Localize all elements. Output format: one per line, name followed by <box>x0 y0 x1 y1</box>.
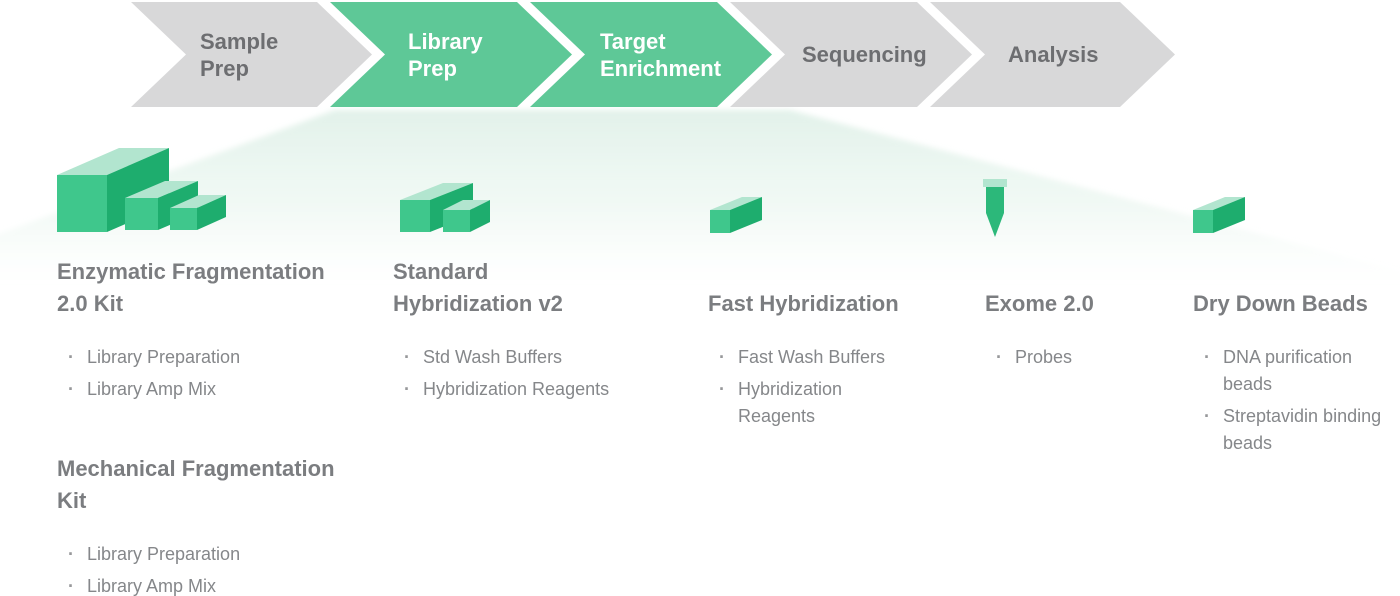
product-standard-hybridization: Standard Hybridization v2 Std Wash Buffe… <box>393 256 613 403</box>
component-item: Hybridization Reagents <box>708 376 908 430</box>
chevron-sample-prep[interactable] <box>131 2 372 107</box>
product-enzymatic-fragmentation: Enzymatic Fragmentation 2.0 Kit Library … <box>57 256 337 403</box>
chevron-analysis[interactable] <box>930 2 1175 107</box>
kit-box-single-icon-2 <box>1193 197 1245 233</box>
column-dry-down-beads: Dry Down Beads DNA purification beads St… <box>1193 256 1398 462</box>
kit-boxes-three-icon <box>57 148 226 232</box>
workflow-graphics <box>0 2 1400 300</box>
sample-tube-icon <box>983 179 1007 237</box>
product-mechanical-fragmentation: Mechanical Fragmentation Kit Library Pre… <box>57 453 337 596</box>
product-name: Fast Hybridization <box>708 291 899 316</box>
component-item: Std Wash Buffers <box>393 344 613 371</box>
component-item: DNA purification beads <box>1193 344 1398 398</box>
component-item: Library Preparation <box>57 344 337 371</box>
product-name: Dry Down Beads <box>1193 291 1368 316</box>
chevron-target-enrichment[interactable] <box>530 2 772 107</box>
chevron-sequencing[interactable] <box>730 2 972 107</box>
component-item: Hybridization Reagents <box>393 376 613 403</box>
product-name: Exome 2.0 <box>985 291 1094 316</box>
component-list: DNA purification beads Streptavidin bind… <box>1193 344 1398 457</box>
column-exome: Exome 2.0 Probes <box>985 256 1165 376</box>
step-label-target-enrichment[interactable]: Target Enrichment <box>600 28 722 81</box>
spotlight-gradient <box>0 110 1400 300</box>
kit-boxes-two-icon <box>400 183 490 232</box>
column-fragmentation-kits: Enzymatic Fragmentation 2.0 Kit Library … <box>57 256 337 596</box>
product-dry-down-beads: Dry Down Beads DNA purification beads St… <box>1193 256 1398 457</box>
column-fast-hybridization: Fast Hybridization Fast Wash Buffers Hyb… <box>708 256 908 435</box>
step-label-sequencing[interactable]: Sequencing <box>802 42 927 67</box>
component-item: Streptavidin binding beads <box>1193 403 1398 457</box>
product-fast-hybridization: Fast Hybridization Fast Wash Buffers Hyb… <box>708 256 908 430</box>
component-list: Library Preparation Library Amp Mix <box>57 344 337 403</box>
column-standard-hybridization: Standard Hybridization v2 Std Wash Buffe… <box>393 256 613 408</box>
chevron-library-prep[interactable] <box>330 2 572 107</box>
step-label-sample-prep[interactable]: Sample Prep <box>200 28 279 81</box>
component-list: Std Wash Buffers Hybridization Reagents <box>393 344 613 403</box>
component-item: Library Amp Mix <box>57 376 337 403</box>
component-item: Library Amp Mix <box>57 573 337 596</box>
product-name: Mechanical Fragmentation Kit <box>57 456 335 513</box>
product-name: Enzymatic Fragmentation 2.0 Kit <box>57 259 325 316</box>
step-label-library-prep[interactable]: Library Prep <box>408 28 483 81</box>
product-exome: Exome 2.0 Probes <box>985 256 1165 371</box>
component-list: Probes <box>985 344 1165 371</box>
product-name: Standard Hybridization v2 <box>393 259 563 316</box>
kit-box-single-icon <box>710 197 762 233</box>
workflow-chevrons <box>131 2 1175 107</box>
component-item: Probes <box>985 344 1165 371</box>
component-item: Fast Wash Buffers <box>708 344 908 371</box>
component-item: Library Preparation <box>57 541 337 568</box>
step-label-analysis[interactable]: Analysis <box>1008 42 1099 67</box>
component-list: Fast Wash Buffers Hybridization Reagents <box>708 344 908 430</box>
component-list: Library Preparation Library Amp Mix <box>57 541 337 596</box>
